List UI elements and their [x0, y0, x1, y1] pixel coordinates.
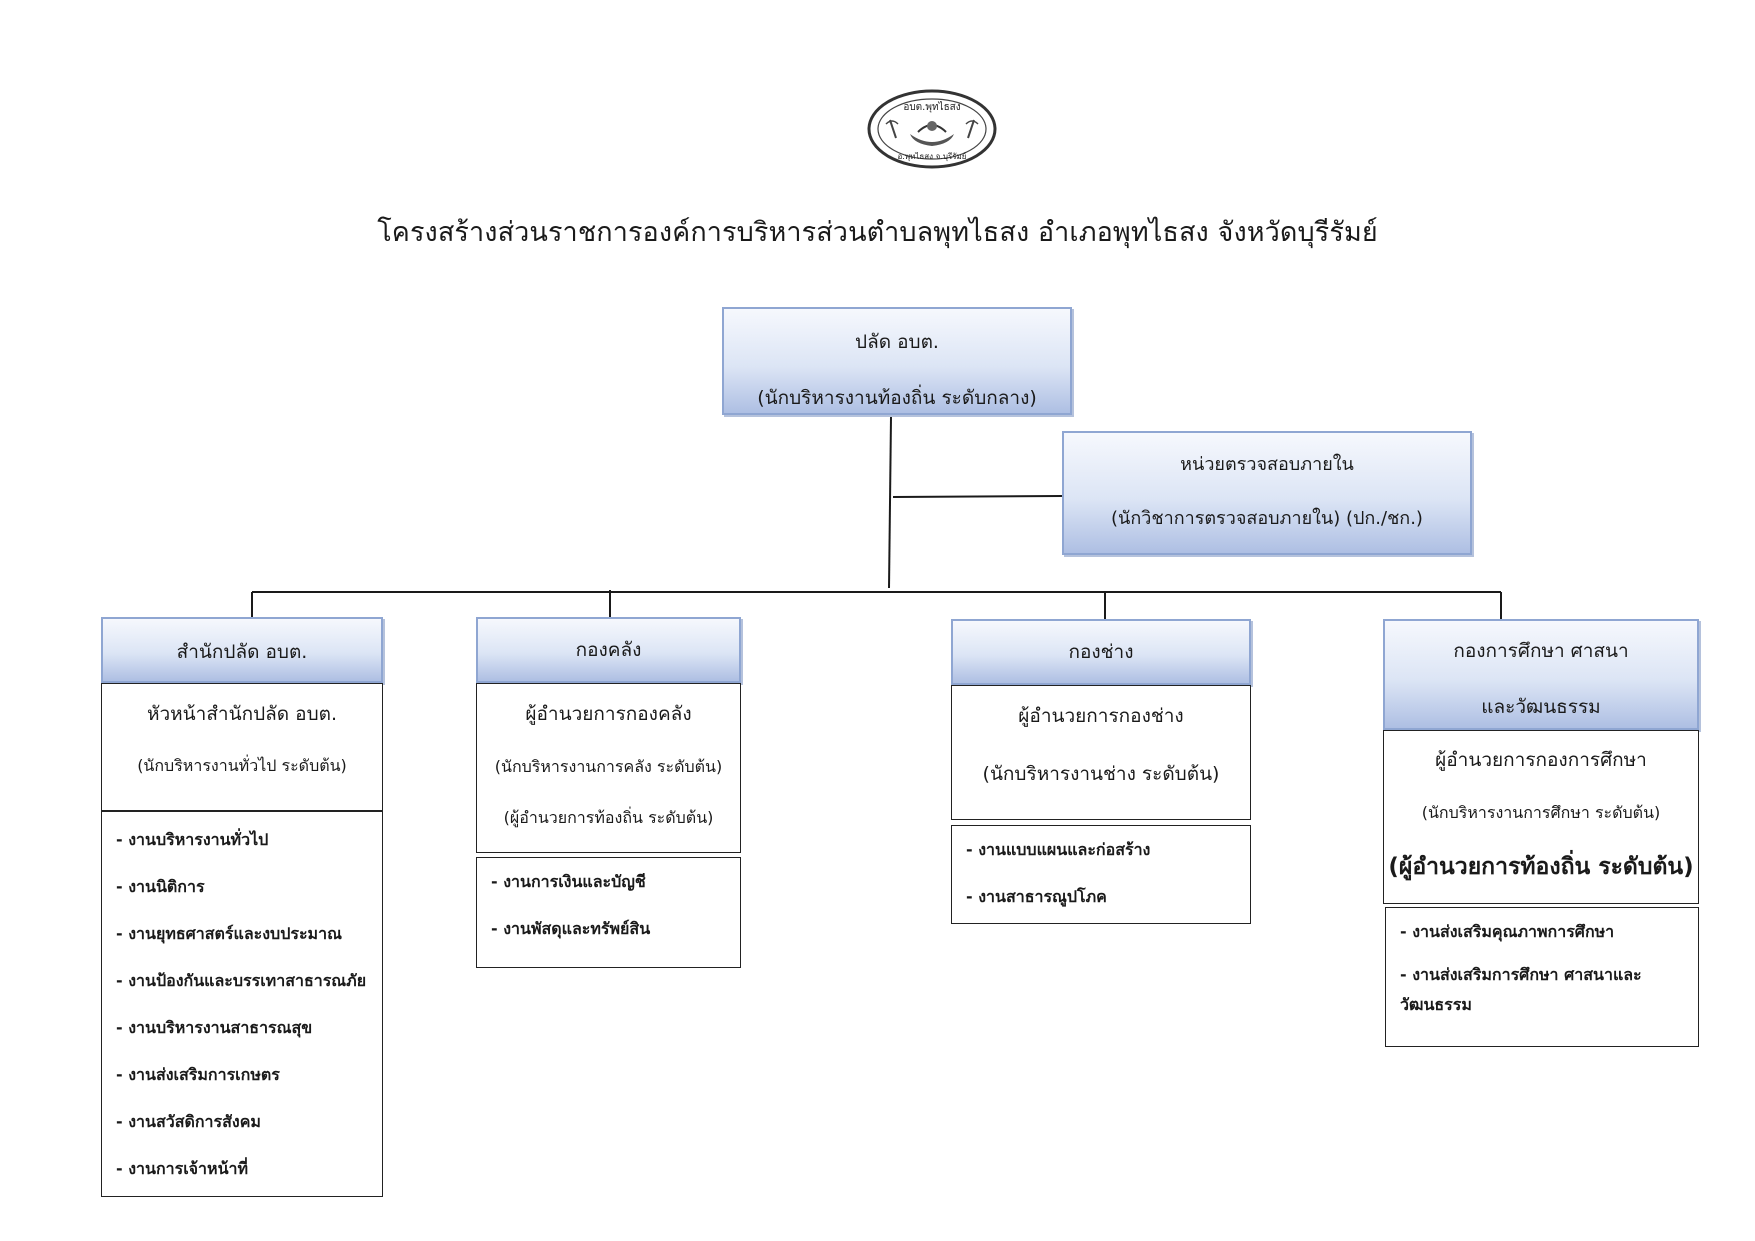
trunk-line — [888, 416, 892, 589]
dept-engineering-head: ผู้อำนวยการกองช่าง — [1018, 705, 1184, 727]
page-title: โครงสร้างส่วนราชการองค์การบริหารส่วนตำบล… — [377, 217, 1378, 248]
list-item: - งานส่งเสริมคุณภาพการศึกษา — [1400, 922, 1615, 941]
chief-administrator-box: ปลัด อบต. (นักบริหารงานท้องถิ่น ระดับกลา… — [722, 307, 1072, 415]
dept-finance-head: ผู้อำนวยการกองคลัง — [525, 703, 692, 725]
dept-education-header: กองการศึกษา ศาสนา และวัฒนธรรม — [1383, 619, 1699, 730]
internal-audit-box: หน่วยตรวจสอบภายใน (นักวิชาการตรวจสอบภายใ… — [1062, 431, 1472, 555]
organization-seal: อบต.พุทไธสง อ.พุทไธสง จ.บุรีรัมย์ — [866, 88, 998, 170]
dept-finance-position: (นักบริหารงานการคลัง ระดับต้น) — [494, 757, 723, 776]
dept-engineering-head-box: ผู้อำนวยการกองช่าง (นักบริหารงานช่าง ระด… — [951, 685, 1251, 820]
dept-education-name-line2: และวัฒนธรรม — [1481, 696, 1601, 718]
dept-education-position: (นักบริหารงานการศึกษา ระดับต้น) — [1421, 803, 1661, 822]
list-item: - งานการเจ้าหน้าที่ — [116, 1159, 249, 1178]
dept-engineering-header: กองช่าง — [951, 619, 1251, 685]
dept-education-task-list: - งานส่งเสริมคุณภาพการศึกษา - งานส่งเสริ… — [1385, 907, 1699, 1047]
dept-office-head-box: หัวหน้าสำนักปลัด อบต. (นักบริหารงานทั่วไ… — [101, 683, 383, 811]
list-item: - งานแบบแผนและก่อสร้าง — [966, 840, 1151, 859]
dept-office-name: สำนักปลัด อบต. — [176, 641, 308, 663]
list-item: - งานสวัสดิการสังคม — [116, 1112, 261, 1131]
seal-bottom-text: อ.พุทไธสง จ.บุรีรัมย์ — [898, 151, 967, 161]
chief-title: ปลัด อบต. — [855, 331, 939, 353]
audit-title: หน่วยตรวจสอบภายใน — [1180, 454, 1354, 475]
list-item: - งานป้องกันและบรรเทาสาธารณภัย — [116, 971, 367, 990]
list-item: - งานส่งเสริมการเกษตร — [116, 1065, 280, 1084]
list-item: - งานส่งเสริมการศึกษา ศาสนาและวัฒนธรรม — [1400, 965, 1642, 1014]
list-item: - งานการเงินและบัญชี — [491, 872, 646, 891]
dept-office-head: หัวหน้าสำนักปลัด อบต. — [146, 703, 338, 725]
list-item: - งานบริหารงานทั่วไป — [116, 830, 269, 849]
dept-finance-name: กองคลัง — [575, 639, 642, 661]
audit-subtitle: (นักวิชาการตรวจสอบภายใน) (ปก./ชก.) — [1111, 508, 1423, 529]
list-item: - งานยุทธศาสตร์และงบประมาณ — [116, 924, 342, 943]
list-item: - งานบริหารงานสาธารณสุข — [116, 1018, 313, 1037]
list-item: - งานนิติการ — [116, 877, 205, 896]
dept-finance-note: (ผู้อำนวยการท้องถิ่น ระดับต้น) — [503, 808, 714, 827]
dept-education-note: (ผู้อำนวยการท้องถิ่น ระดับต้น) — [1388, 854, 1694, 880]
dept-finance-head-box: ผู้อำนวยการกองคลัง (นักบริหารงานการคลัง … — [476, 683, 741, 853]
chief-subtitle: (นักบริหารงานท้องถิ่น ระดับกลาง) — [757, 387, 1037, 409]
dept-education-head-box: ผู้อำนวยการกองการศึกษา (นักบริหารงานการศ… — [1383, 730, 1699, 904]
dept-engineering-task-list: - งานแบบแผนและก่อสร้าง - งานสาธารณูปโภค — [951, 825, 1251, 924]
list-item: - งานพัสดุและทรัพย์สิน — [491, 919, 651, 938]
dept-office-position: (นักบริหารงานทั่วไป ระดับต้น) — [137, 756, 347, 775]
list-item: - งานสาธารณูปโภค — [966, 887, 1107, 906]
dept-finance-header: กองคลัง — [476, 617, 741, 683]
seal-top-text: อบต.พุทไธสง — [903, 101, 960, 113]
dept-engineering-name: กองช่าง — [1068, 641, 1134, 663]
dept-engineering-position: (นักบริหารงานช่าง ระดับต้น) — [982, 763, 1220, 785]
dept-education-name-line1: กองการศึกษา ศาสนา — [1453, 640, 1629, 662]
dept-office-task-list: - งานบริหารงานทั่วไป - งานนิติการ - งานย… — [101, 811, 383, 1197]
dept-office-header: สำนักปลัด อบต. — [101, 617, 383, 683]
audit-branch-line — [892, 495, 1063, 498]
dept-finance-task-list: - งานการเงินและบัญชี - งานพัสดุและทรัพย์… — [476, 857, 741, 968]
dept-education-head: ผู้อำนวยการกองการศึกษา — [1435, 749, 1647, 771]
